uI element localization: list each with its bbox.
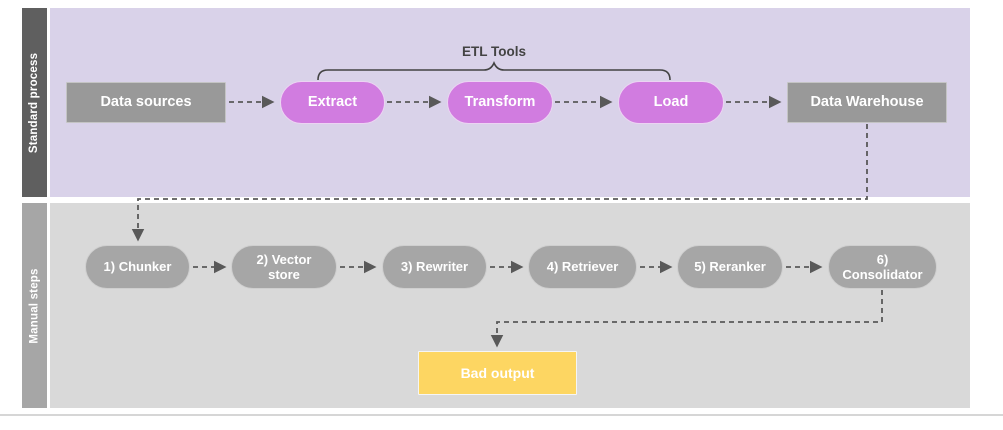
node-chunker: 1) Chunker	[85, 245, 190, 289]
node-extract: Extract	[280, 81, 385, 124]
arrow-warehouse-chunker	[131, 124, 868, 242]
node-bad-output: Bad output	[418, 351, 577, 395]
node-vector-store: 2) Vector store	[231, 245, 337, 289]
node-reranker: 5) Reranker	[677, 245, 783, 289]
page-edge-divider	[0, 414, 1003, 416]
node-data-warehouse: Data Warehouse	[787, 82, 947, 123]
node-load: Load	[618, 81, 724, 124]
node-transform: Transform	[447, 81, 553, 124]
etl-tools-bracket	[317, 60, 671, 81]
node-retriever: 4) Retriever	[528, 245, 637, 289]
lane-standard-process-bar: Standard process	[22, 8, 47, 197]
arrow-consolidator-badoutput	[490, 290, 883, 348]
node-data-sources: Data sources	[66, 82, 226, 123]
node-rewriter: 3) Rewriter	[382, 245, 487, 289]
etl-tools-label: ETL Tools	[462, 44, 526, 59]
node-consolidator: 6) Consolidator	[828, 245, 937, 289]
lane-manual-steps-bar: Manual steps	[22, 203, 47, 408]
